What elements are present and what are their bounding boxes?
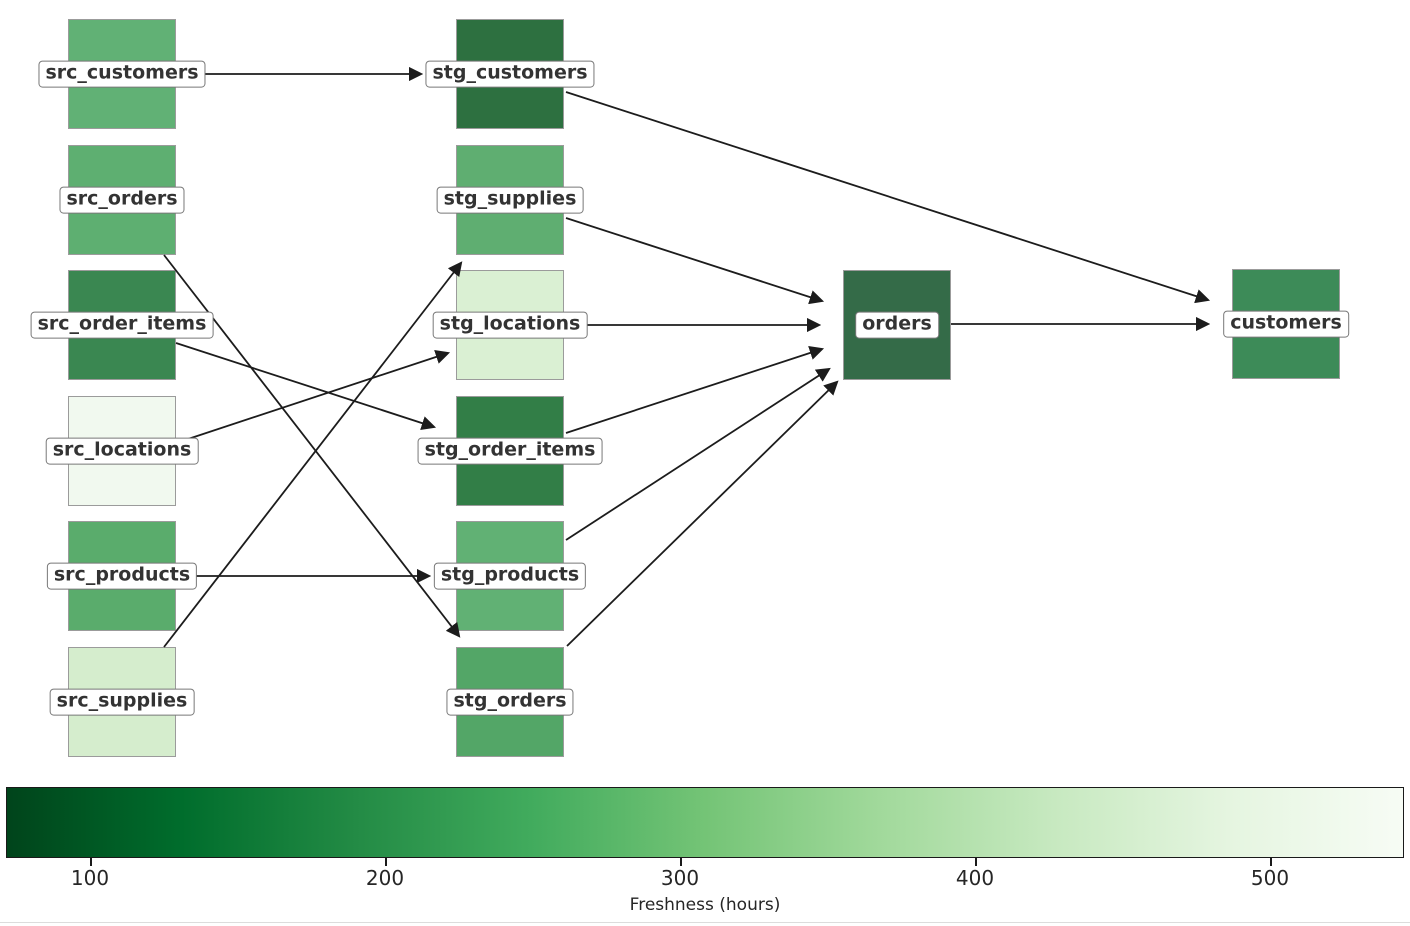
colorbar-tick-label-400: 400 [955, 866, 995, 890]
node-label-customers: customers [1223, 310, 1349, 338]
node-label-orders: orders [855, 311, 939, 339]
node-label-src_supplies: src_supplies [49, 688, 195, 716]
node-label-stg_customers: stg_customers [425, 60, 595, 88]
colorbar-tick-label-100: 100 [70, 866, 110, 890]
node-label-src_customers: src_customers [38, 60, 206, 88]
edge-src_order_items-stg_order_items [175, 342, 437, 431]
node-label-src_orders: src_orders [59, 186, 185, 214]
colorbar-tick-100 [90, 858, 92, 866]
colorbar-tick-label-300: 300 [660, 866, 700, 890]
node-label-src_products: src_products [46, 562, 198, 590]
edge-stg_supplies-orders [565, 217, 825, 305]
edge-stg_customers-customers [565, 91, 1211, 304]
edge-src_supplies-stg_supplies [163, 261, 463, 648]
edge-stg_orders-orders [566, 380, 839, 647]
node-label-stg_locations: stg_locations [432, 311, 588, 339]
node-label-stg_order_items: stg_order_items [417, 437, 603, 465]
node-label-stg_supplies: stg_supplies [436, 186, 584, 214]
edge-stg_products-orders [565, 367, 831, 541]
colorbar-axis-label: Freshness (hours) [629, 895, 781, 915]
edge-src_locations-stg_locations [175, 350, 451, 444]
colorbar-tick-label-500: 500 [1250, 866, 1290, 890]
colorbar-tick-200 [385, 858, 387, 866]
colorbar-tick-400 [975, 858, 977, 866]
bottom-hairline [0, 922, 1410, 923]
node-label-stg_orders: stg_orders [446, 688, 574, 716]
colorbar-tick-500 [1270, 858, 1272, 866]
edge-stg_order_items-orders [565, 345, 825, 434]
node-label-src_locations: src_locations [45, 437, 199, 465]
colorbar-tick-300 [680, 858, 682, 866]
colorbar-tick-label-200: 200 [365, 866, 405, 890]
node-label-stg_products: stg_products [433, 562, 587, 590]
colorbar-gradient [6, 787, 1404, 858]
node-label-src_order_items: src_order_items [30, 311, 214, 339]
